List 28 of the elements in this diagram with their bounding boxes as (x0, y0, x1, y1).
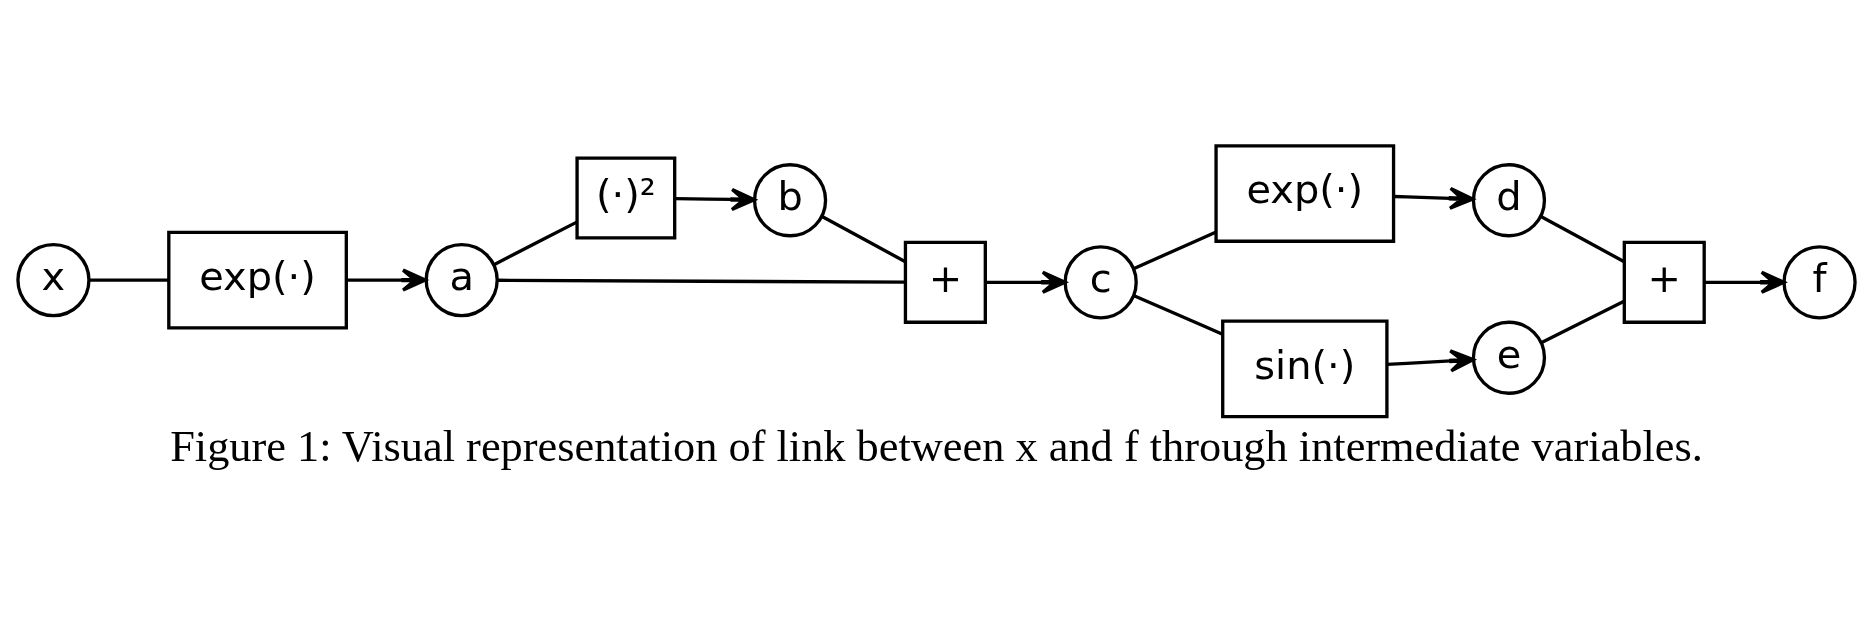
node-box: (·)² (575, 155, 677, 240)
node-box: + (903, 240, 987, 324)
arrow (675, 187, 756, 211)
node-circle: b (752, 162, 828, 237)
node-circle: f (1782, 244, 1857, 319)
arrow (1387, 348, 1475, 372)
connector (497, 278, 905, 284)
caption: Figure 1: Visual representation of link between x and f through intermediate variables. (170, 420, 1703, 471)
connector (1540, 214, 1626, 263)
connector (89, 277, 169, 282)
node-box: + (1622, 240, 1706, 324)
arrow (1704, 270, 1786, 294)
connector (1133, 293, 1224, 336)
arrow (1393, 186, 1475, 210)
node-box: exp(·) (167, 230, 348, 329)
node-circle: x (16, 242, 91, 317)
arrow (346, 267, 427, 292)
node-box: sin(·) (1221, 319, 1389, 418)
node-circle: c (1063, 244, 1138, 319)
connector (1133, 230, 1217, 270)
node-circle: d (1471, 162, 1547, 237)
arrow (985, 270, 1067, 294)
node-circle: a (424, 242, 499, 317)
connector (493, 220, 578, 266)
node-circle: e (1471, 320, 1547, 395)
node-box: exp(·) (1214, 143, 1396, 243)
connector (1540, 299, 1625, 344)
connector (821, 214, 907, 263)
